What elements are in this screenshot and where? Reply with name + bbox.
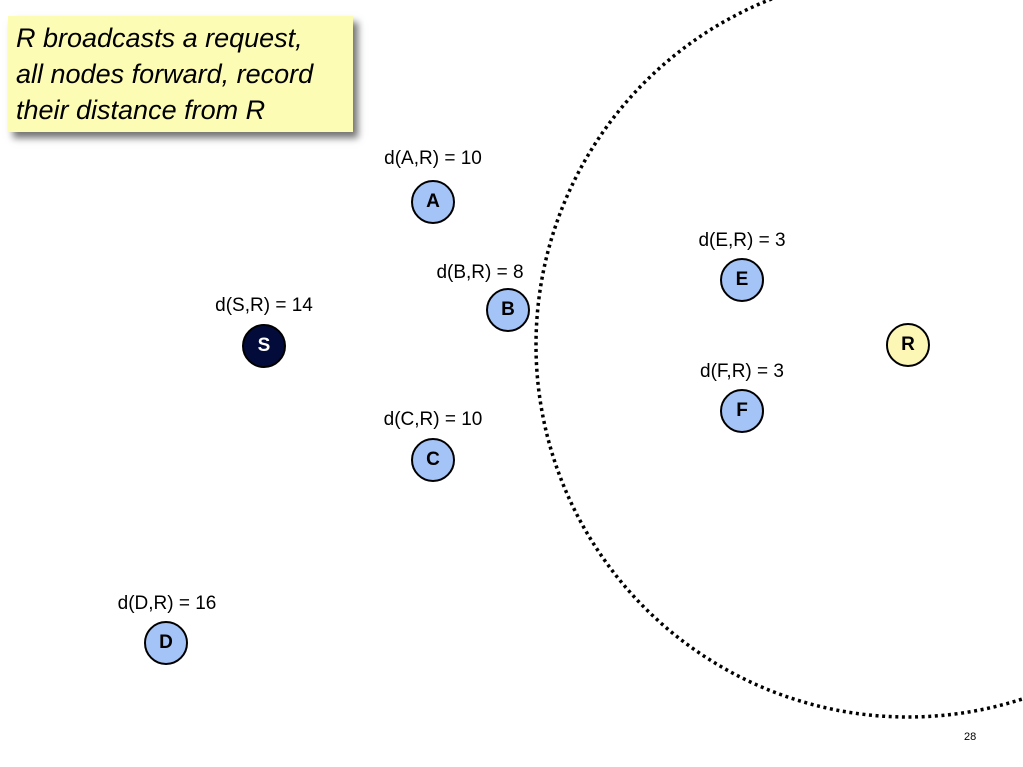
- node-f: F: [720, 389, 764, 433]
- distance-label-s: d(S,R) = 14: [215, 295, 313, 316]
- node-r-destination: R: [886, 323, 930, 367]
- page-number: 28: [964, 731, 977, 743]
- node-s-source: S: [242, 324, 286, 368]
- node-a: A: [411, 180, 455, 224]
- distance-label-d: d(D,R) = 16: [117, 593, 217, 614]
- annotation-note: R broadcasts a request, all nodes forwar…: [8, 16, 353, 132]
- node-c: C: [411, 438, 455, 482]
- distance-label-c: d(C,R) = 10: [383, 409, 483, 430]
- distance-label-f: d(F,R) = 3: [700, 361, 784, 382]
- node-b: B: [486, 288, 530, 332]
- note-line-2: all nodes forward, record: [16, 59, 314, 89]
- node-e: E: [720, 258, 764, 302]
- node-d: D: [144, 621, 188, 665]
- distance-label-a: d(A,R) = 10: [384, 148, 482, 169]
- note-line-3: their distance from R: [16, 95, 266, 125]
- broadcast-range-circle: [534, 0, 1023, 719]
- note-line-1: R broadcasts a request,: [16, 23, 303, 53]
- distance-label-e: d(E,R) = 3: [698, 230, 786, 251]
- distance-label-b: d(B,R) = 8: [436, 262, 524, 283]
